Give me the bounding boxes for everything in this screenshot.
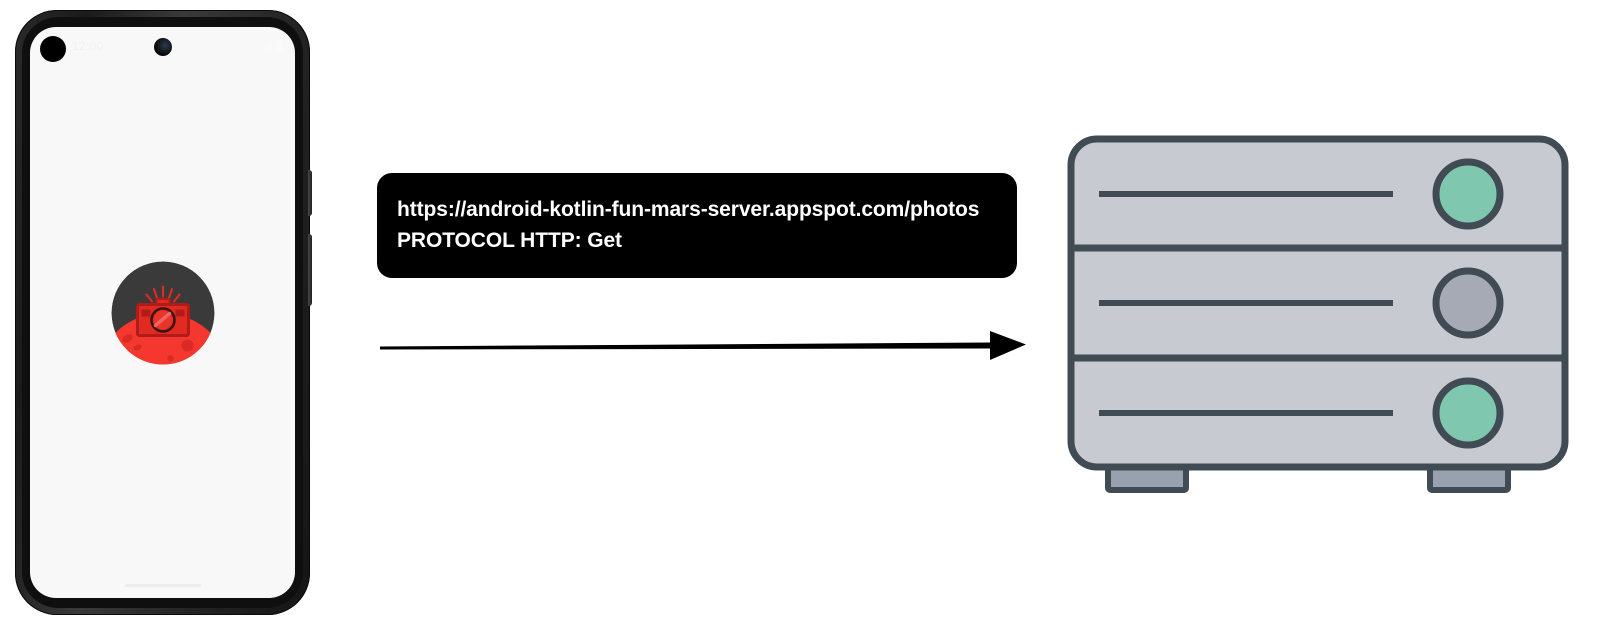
request-arrow-svg xyxy=(380,331,1026,360)
battery-icon xyxy=(276,40,283,52)
mars-photos-logo-svg xyxy=(111,261,214,364)
server-led-1 xyxy=(1432,158,1504,230)
arrow-shape xyxy=(380,331,1026,360)
notification-dot-icon xyxy=(40,36,66,62)
web-server-graphic xyxy=(1060,128,1580,503)
status-bar: 12:00 xyxy=(30,27,295,67)
phone-volume-button[interactable] xyxy=(308,234,312,306)
server-led-3 xyxy=(1432,377,1504,449)
request-arrow xyxy=(378,322,1028,366)
status-bar-icons xyxy=(261,40,283,52)
gesture-home-indicator[interactable] xyxy=(124,584,201,587)
android-phone-device: 12:00 xyxy=(15,10,312,615)
status-bar-clock: 12:00 xyxy=(72,39,104,53)
signal-bars-icon xyxy=(261,41,272,52)
phone-power-button[interactable] xyxy=(308,170,312,216)
phone-screen[interactable]: 12:00 xyxy=(30,27,295,598)
http-request-callout: https://android-kotlin-fun-mars-server.a… xyxy=(377,173,1017,278)
web-server-svg xyxy=(1067,135,1569,493)
front-camera-punch-hole-icon xyxy=(153,38,172,56)
server-led-2 xyxy=(1432,267,1504,339)
request-url-text: https://android-kotlin-fun-mars-server.a… xyxy=(397,198,980,221)
request-protocol-text: PROTOCOL HTTP: Get xyxy=(397,229,622,252)
mars-photos-logo[interactable] xyxy=(111,261,214,364)
